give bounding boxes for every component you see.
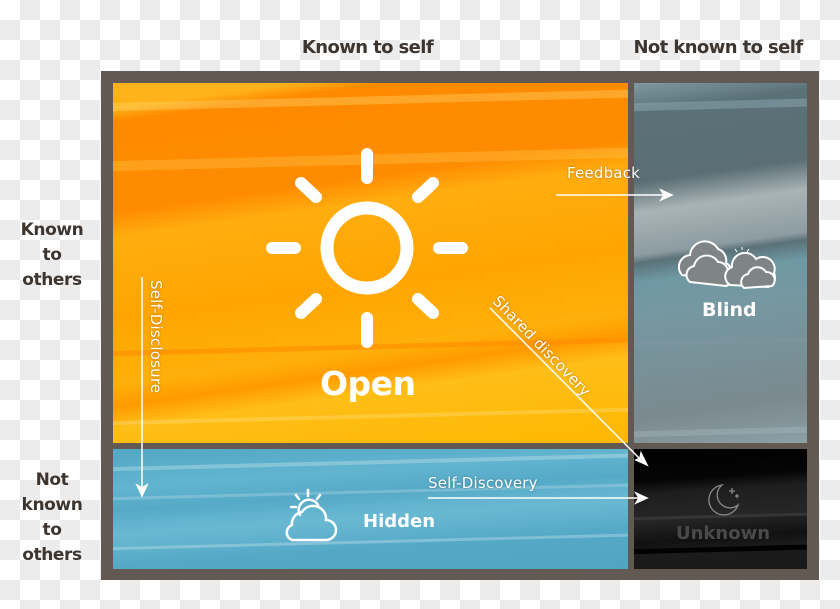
row-header-known-to-others: Known to others [7, 218, 97, 293]
column-header-known-to-self: Known to self [301, 37, 434, 58]
row-header-line: others [22, 545, 82, 565]
row-header-line: Known [20, 220, 84, 240]
quadrant-hidden: Hidden [113, 449, 628, 569]
quadrant-label-unknown: Unknown [676, 523, 771, 544]
self-discovery-label: Self-Discovery [428, 474, 538, 492]
row-header-line: Not [35, 470, 69, 490]
quadrant-blind: Blind [634, 83, 807, 443]
row-header-line: known [21, 495, 83, 515]
quadrant-label-hidden: Hidden [363, 511, 436, 532]
feedback-label: Feedback [567, 164, 641, 182]
row-header-line: to [42, 245, 62, 265]
self-disclosure-label: Self-Disclosure [147, 280, 165, 394]
quadrant-open: Open [113, 83, 628, 443]
quadrant-label-blind: Blind [702, 299, 757, 321]
quadrant-label-open: Open [320, 364, 416, 403]
column-header-not-known-to-self: Not known to self [633, 37, 803, 58]
quadrant-unknown: Unknown [634, 449, 807, 569]
row-header-line: to [42, 520, 62, 540]
row-header-line: others [22, 270, 82, 290]
row-header-not-known-to-others: Not known to others [7, 468, 97, 568]
